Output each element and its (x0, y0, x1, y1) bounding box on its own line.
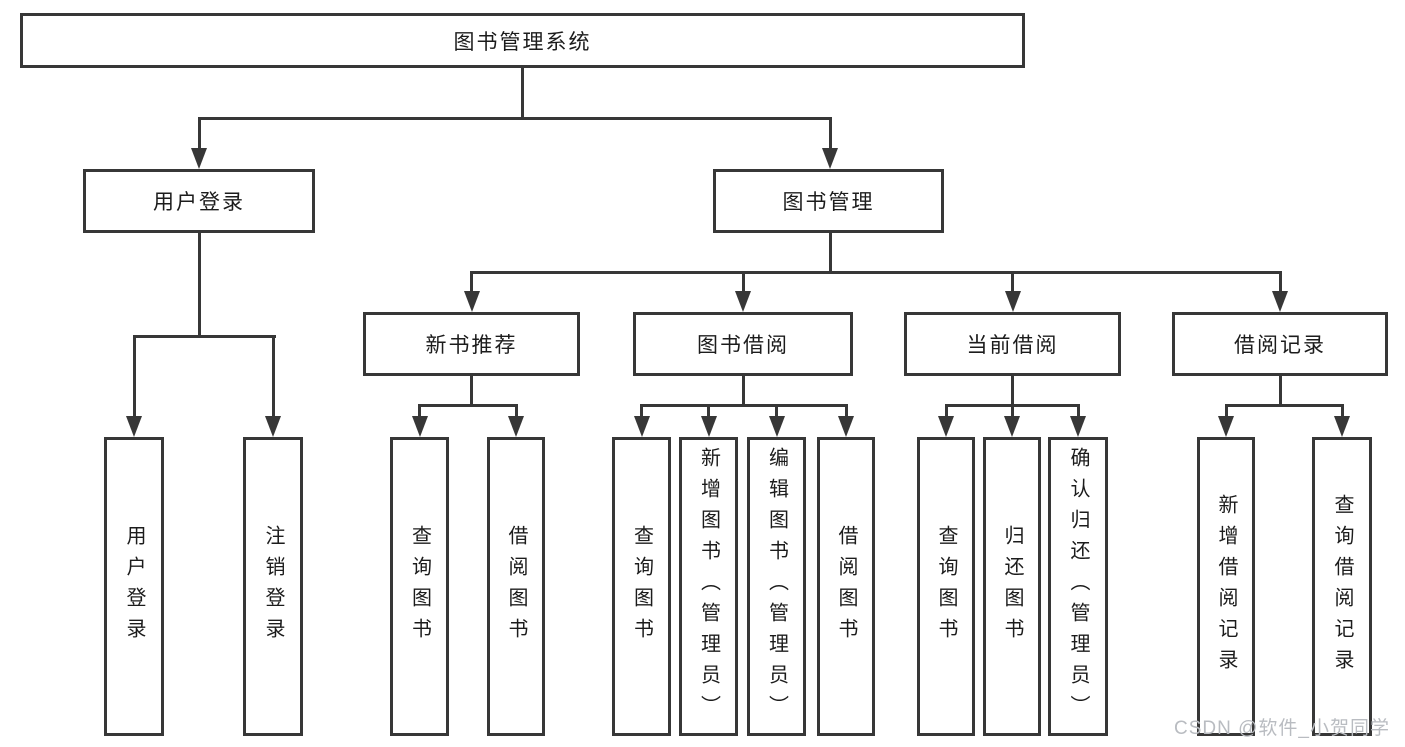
edge-line (1076, 404, 1080, 420)
edge-line (514, 404, 518, 420)
edge-line (741, 376, 745, 407)
node-borrowing-records: 借阅记录 (1172, 312, 1388, 376)
node-leaf-edit-books-admin: 编辑图书（管理员） (747, 437, 806, 736)
node-leaf-borrow-books: 借阅图书 (817, 437, 875, 736)
edge-line (197, 117, 832, 120)
arrowhead-down-icon (700, 416, 717, 437)
arrowhead-down-icon (411, 416, 428, 437)
leaf-label: 查询图书 (630, 524, 653, 649)
edge-line (828, 117, 832, 153)
leaf-label: 查询图书 (935, 524, 957, 649)
arrowhead-down-icon (838, 416, 854, 437)
edge-line (197, 117, 201, 153)
arrowhead-down-icon (1004, 291, 1021, 312)
edge-line (1011, 376, 1014, 407)
edge-line (521, 68, 524, 119)
node-leaf-logout: 注销登录 (243, 437, 303, 736)
node-leaf-query-books-borrowing: 查询图书 (612, 437, 671, 736)
arrowhead-down-icon (768, 416, 785, 437)
leaf-label: 新增借阅记录 (1215, 493, 1237, 680)
leaf-label: 注销登录 (262, 524, 284, 649)
leaf-label: 确认归还（管理员） (1067, 447, 1089, 726)
edge-line (844, 404, 848, 420)
arrowhead-down-icon (633, 416, 650, 437)
edge-line (741, 271, 745, 293)
edge-line (775, 404, 778, 420)
arrowhead-down-icon (1218, 416, 1234, 437)
leaf-label: 归还图书 (1001, 524, 1023, 649)
arrowhead-down-icon (822, 148, 838, 169)
node-current-borrowing: 当前借阅 (904, 312, 1121, 376)
edge-line (271, 335, 275, 419)
leaf-label: 查询借阅记录 (1331, 493, 1353, 680)
arrowhead-down-icon (1334, 416, 1350, 437)
edge-line (197, 233, 201, 338)
edge-line (418, 404, 421, 420)
arrowhead-down-icon (508, 416, 524, 437)
node-leaf-return-books: 归还图书 (983, 437, 1041, 736)
edge-line (640, 404, 643, 420)
leaf-label: 借阅图书 (505, 524, 527, 649)
edge-line (1278, 376, 1282, 407)
node-library-management-system: 图书管理系统 (20, 13, 1025, 68)
arrowhead-down-icon (126, 416, 142, 437)
leaf-label: 编辑图书（管理员） (765, 447, 788, 726)
edge-line (1010, 404, 1014, 420)
node-leaf-borrow-books-recommend: 借阅图书 (487, 437, 545, 736)
edge-line (828, 233, 832, 274)
edge-line (132, 335, 136, 419)
edge-line (1340, 404, 1344, 420)
leaf-label: 用户登录 (123, 524, 145, 649)
edge-line (418, 404, 518, 407)
arrowhead-down-icon (1272, 291, 1288, 312)
arrowhead-down-icon (463, 291, 480, 312)
node-leaf-add-books-admin: 新增图书（管理员） (679, 437, 738, 736)
arrowhead-down-icon (735, 291, 751, 312)
node-new-book-recommendation: 新书推荐 (363, 312, 580, 376)
edge-line (1224, 404, 1344, 407)
node-leaf-confirm-return-admin: 确认归还（管理员） (1048, 437, 1108, 736)
edge-line (1011, 271, 1014, 293)
leaf-label: 借阅图书 (835, 524, 857, 649)
arrowhead-down-icon (938, 416, 954, 437)
edge-line (470, 271, 473, 293)
node-book-borrowing: 图书借阅 (633, 312, 853, 376)
arrowhead-down-icon (191, 148, 207, 169)
edge-line (470, 376, 473, 407)
edge-line (1224, 404, 1228, 420)
node-leaf-query-borrowing-record: 查询借阅记录 (1312, 437, 1372, 736)
node-leaf-user-login: 用户登录 (104, 437, 164, 736)
arrowhead-down-icon (265, 416, 281, 437)
node-leaf-query-books-current: 查询图书 (917, 437, 975, 736)
edge-line (132, 335, 276, 338)
node-user-login: 用户登录 (83, 169, 315, 233)
edge-line (1278, 271, 1282, 293)
edge-line (640, 404, 848, 407)
arrowhead-down-icon (1004, 416, 1020, 437)
edge-line (944, 404, 948, 420)
node-leaf-add-borrowing-record: 新增借阅记录 (1197, 437, 1255, 736)
edge-line (707, 404, 710, 420)
arrowhead-down-icon (1070, 416, 1086, 437)
node-book-management: 图书管理 (713, 169, 944, 233)
edge-line (470, 271, 1281, 274)
leaf-label: 新增图书（管理员） (697, 447, 720, 726)
leaf-label: 查询图书 (408, 524, 431, 649)
node-leaf-query-books-recommend: 查询图书 (390, 437, 449, 736)
